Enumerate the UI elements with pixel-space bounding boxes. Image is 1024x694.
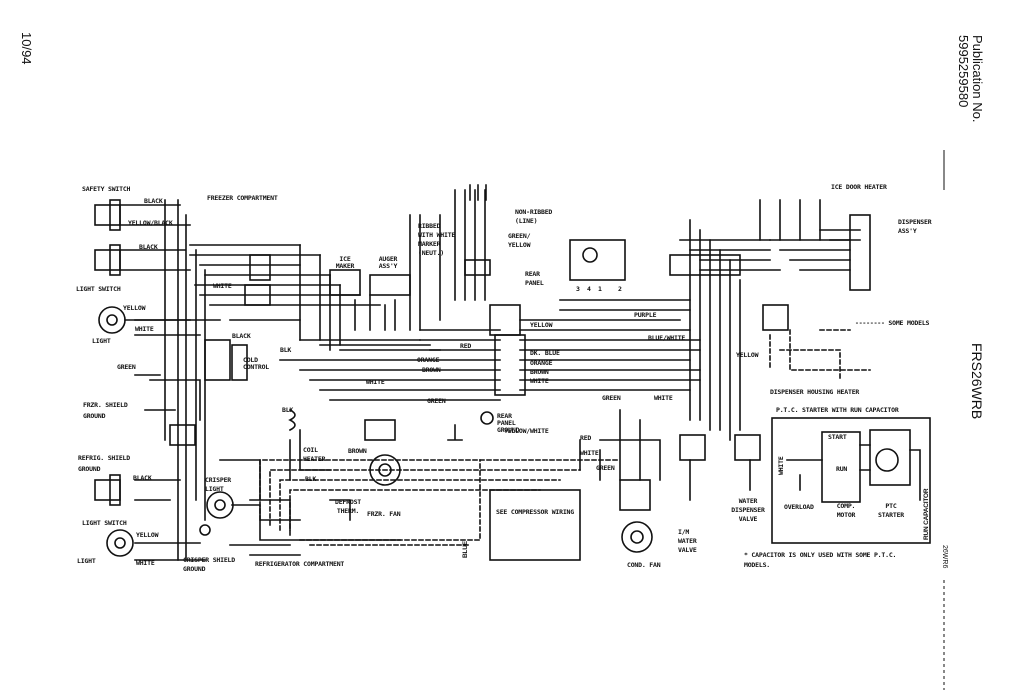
light-switch-label: LIGHT SWITCH: [76, 285, 121, 293]
frzr-shield-ground-label: FRZR. SHIELD GROUND: [83, 400, 138, 422]
overload-label: OVERLOAD: [784, 503, 814, 511]
comp-motor-label: COMP. MOTOR: [836, 502, 856, 519]
green-wire-label: GREEN: [602, 394, 621, 402]
defrost-therm-label: DEFROST THERM.: [335, 498, 361, 515]
ice-door-heater-label: ICE DOOR HEATER: [831, 183, 887, 191]
some-models-label: -------- SOME MODELS: [855, 320, 929, 327]
white-label: WHITE: [213, 282, 232, 290]
red-wire-label: RED: [460, 342, 472, 350]
dk-blue-wire-label: DK. BLUE: [530, 349, 560, 357]
freezer-compartment-label: FREEZER COMPARTMENT: [207, 194, 278, 202]
white-label: WHITE: [136, 559, 155, 567]
white-wire-label: WHITE: [777, 456, 785, 475]
black-label: BLACK: [144, 197, 163, 205]
model-label: FRS26WRB: [969, 343, 985, 420]
yellow-black-label: YELLOW/BLACK: [128, 219, 173, 227]
frzr-fan-label: FRZR. FAN: [367, 510, 401, 518]
some-models-dash: --------: [855, 319, 889, 327]
ice-water-valve-label: I/M WATER VALVE: [678, 528, 697, 554]
light-switch-label: LIGHT SWITCH: [82, 519, 127, 527]
yellow-wire-label: YELLOW: [530, 321, 553, 329]
side-code: 26WR6: [941, 545, 948, 569]
safety-switch-label: SAFETY SWITCH: [82, 185, 131, 193]
dispenser-assy-label: DISPENSER ASS'Y: [898, 218, 932, 235]
non-ribbed-label: NON-RIBBED (LINE): [515, 208, 553, 225]
yellow-label: YELLOW: [136, 531, 159, 539]
white-label: WHITE: [135, 325, 154, 333]
brown-wire-label: BROWN: [530, 368, 549, 376]
crisper-shield-ground-label: CRISPER SHIELD GROUND: [183, 556, 253, 574]
green-label: GREEN: [117, 363, 136, 371]
black-label: BLACK: [232, 332, 251, 340]
black-label: BLACK: [133, 474, 152, 482]
capacitor-note-label: * CAPACITOR IS ONLY USED WITH SOME P.T.C…: [744, 551, 897, 569]
red-wire-label: RED: [580, 434, 592, 442]
start-label: START: [828, 433, 847, 441]
terminal-1-label: 1: [598, 285, 602, 293]
ribbed-label: RIBBED WITH WHITE MARKER (NEUT.): [418, 222, 456, 257]
blk-label: BLK: [280, 346, 292, 354]
refrig-shield-ground-label: REFRIG. SHIELD GROUND: [78, 453, 138, 475]
crisper-light-label: CRISPER LIGHT: [205, 476, 245, 494]
blue-wire-label: BLUE: [462, 541, 469, 558]
coil-heater-label: COIL HEATER: [303, 446, 326, 463]
crisper-shield-ground-text: CRISPER SHIELD GROUND: [183, 556, 235, 573]
date-label: 10/94: [19, 32, 34, 65]
green-wire-label: GREEN: [596, 464, 615, 472]
publication-number: 5995259580: [956, 35, 971, 108]
yellow-wire-label: YELLOW: [736, 351, 759, 359]
rear-panel-label: REAR PANEL: [525, 270, 544, 287]
terminal-3-label: 3: [576, 285, 580, 293]
refrig-shield-ground-text: REFRIG. SHIELD GROUND: [78, 454, 130, 473]
see-compressor-wiring-label: SEE COMPRESSOR WIRING: [496, 508, 574, 516]
green-yellow-label: GREEN/ YELLOW: [508, 232, 531, 249]
white-wire-label: WHITE: [530, 377, 549, 385]
cold-control-label: COLD CONTROL: [243, 356, 269, 371]
white-wire-label: WHITE: [580, 449, 599, 457]
terminal-2-label: 2: [618, 285, 622, 293]
yellow-white-wire-label: YELLOW/WHITE: [504, 427, 549, 435]
crisper-light-text: CRISPER LIGHT: [205, 476, 231, 493]
water-dispenser-valve-label: WATER DISPENSER VALVE: [731, 497, 765, 523]
brown-wire-label: BROWN: [348, 447, 367, 455]
rear-panel-ground-label: REAR PANEL GROUND: [497, 412, 520, 434]
light-label: LIGHT: [77, 557, 96, 565]
run-label: RUN: [836, 465, 848, 473]
ptc-starter-label: PTC STARTER: [878, 502, 904, 519]
ptc-title-label: P.T.C. STARTER WITH RUN CAPACITOR: [776, 406, 899, 414]
dispenser-housing-heater-label: DISPENSER HOUSING HEATER: [770, 388, 860, 396]
refrigerator-compartment-label: REFRIGERATOR COMPARTMENT: [255, 560, 345, 568]
white-wire-label: WHITE: [366, 378, 385, 386]
orange-wire-label: ORANGE: [530, 359, 553, 367]
frzr-shield-ground-text: FRZR. SHIELD GROUND: [83, 401, 128, 420]
auger-assy-label: AUGER ASS'Y: [378, 255, 398, 270]
cond-fan-label: COND. FAN: [627, 561, 661, 569]
brown-wire-label: BROWN: [422, 366, 441, 374]
green-wire-label: GREEN: [427, 397, 446, 405]
run-capacitor-label: RUN CAPACITOR: [923, 488, 930, 540]
some-models-text: SOME MODELS: [888, 319, 930, 327]
terminal-4-label: 4: [587, 285, 591, 293]
black-label: BLACK: [139, 243, 158, 251]
blue-white-wire-label: BLUE/WHITE: [648, 334, 686, 342]
publication-label: Publication No.: [970, 35, 985, 123]
light-label: LIGHT: [92, 337, 111, 345]
purple-wire-label: PURPLE: [634, 311, 657, 319]
ice-maker-label: ICE MAKER: [335, 255, 355, 270]
yellow-label: YELLOW: [123, 304, 146, 312]
white-wire-label: WHITE: [654, 394, 673, 402]
blk-label: BLK: [282, 406, 294, 414]
orange-wire-label: ORANGE: [417, 356, 440, 364]
blk-label: BLK: [305, 475, 317, 483]
